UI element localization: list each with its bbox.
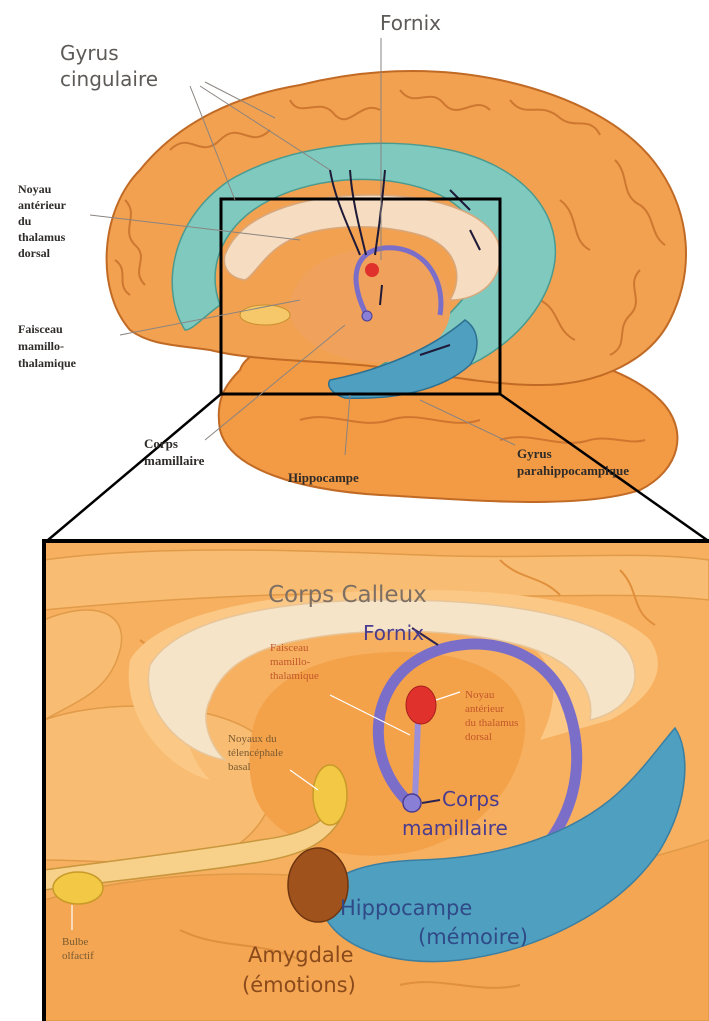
- top-label-faisceau-line: Faisceau: [18, 322, 63, 336]
- inset-label-bulbe-line: olfactif: [62, 950, 94, 962]
- top-label-faisceau-line: thalamique: [18, 356, 77, 370]
- inset-label-bulbe-line: Bulbe: [62, 936, 88, 948]
- top-label-faisceau-line: mamillo-: [18, 339, 64, 353]
- olfactory-region: [240, 305, 290, 325]
- top-label-faisceau: Faisceau mamillo- thalamique: [18, 322, 77, 370]
- top-label-fornix: Fornix: [380, 11, 441, 35]
- inset-amygdala: [288, 848, 348, 922]
- top-label-noyau-line: dorsal: [18, 246, 51, 260]
- zoomed-inset: [44, 540, 709, 1021]
- inset-label-amygdale-line: Amygdale: [248, 943, 354, 967]
- top-label-corps-mamillaire-line: Corps: [144, 436, 178, 451]
- inset-label-noyau-line: antérieur: [465, 703, 504, 715]
- inset-telencephalic-nucleus: [313, 765, 347, 825]
- top-label-gyrus-cingulaire-line: Gyrus: [60, 41, 119, 65]
- top-label-gyrus-parahippocampique-line: parahippocampique: [517, 463, 629, 478]
- inset-olfactory-bulb: [53, 872, 103, 904]
- inset-label-faisceau-line: Faisceau: [270, 642, 309, 654]
- top-label-noyau-line: antérieur: [18, 198, 67, 212]
- inset-label-hippocampe-line: Hippocampe: [340, 896, 472, 920]
- inset-label-noyaux-telencephale-line: Noyaux du: [228, 733, 277, 745]
- inset-label-hippocampe-line: (mémoire): [418, 925, 528, 949]
- top-label-gyrus-cingulaire-line: cingulaire: [60, 67, 158, 91]
- top-label-noyau: Noyau antérieur du thalamus dorsal: [18, 182, 69, 260]
- top-label-noyau-line: thalamus: [18, 230, 66, 244]
- top-label-hippocampe: Hippocampe: [288, 470, 359, 485]
- inset-label-faisceau-line: mamillo-: [270, 656, 311, 668]
- inset-label-noyau-line: du thalamus: [465, 717, 518, 729]
- inset-label-fornix: Fornix: [363, 621, 424, 645]
- inset-label-amygdale-line: (émotions): [242, 973, 356, 997]
- inset-label-faisceau-line: thalamique: [270, 670, 319, 682]
- thalamic-nucleus: [365, 263, 379, 277]
- inset-label-noyau-line: dorsal: [465, 731, 492, 743]
- top-label-gyrus-cingulaire: Gyrus cingulaire: [60, 41, 158, 91]
- inset-mamillary-body: [403, 794, 421, 812]
- inset-label-corps-mamillaire-line: Corps: [442, 787, 500, 811]
- top-label-corps-mamillaire-line: mamillaire: [144, 453, 205, 468]
- inset-mamillothalamic-tract: [415, 720, 418, 800]
- inset-label-noyau-line: Noyau: [465, 689, 495, 701]
- top-label-noyau-line: du: [18, 214, 32, 228]
- mamillary-body: [362, 311, 372, 321]
- inset-label-corps-mamillaire-line: mamillaire: [402, 816, 508, 840]
- top-label-noyau-line: Noyau: [18, 182, 52, 196]
- inset-anterior-nucleus: [406, 686, 436, 724]
- top-label-gyrus-parahippocampique-line: Gyrus: [517, 446, 552, 461]
- inset-label-noyaux-telencephale-line: basal: [228, 761, 251, 773]
- brain-illustration: [107, 71, 686, 502]
- inset-label-noyaux-telencephale-line: télencéphale: [228, 747, 283, 759]
- inset-label-corps-calleux: Corps Calleux: [268, 582, 427, 608]
